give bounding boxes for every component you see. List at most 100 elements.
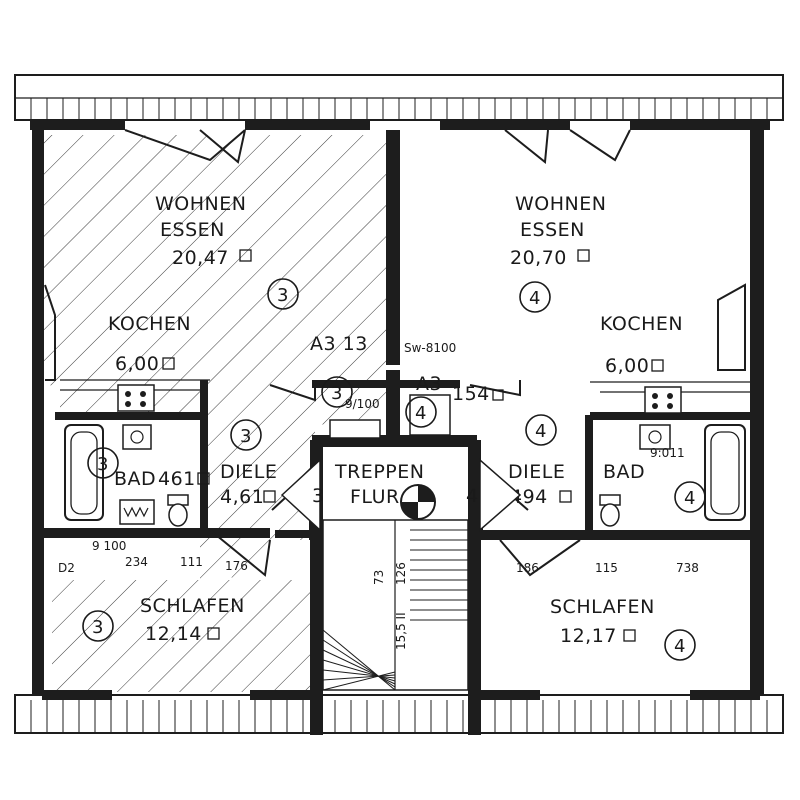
dimension-label: 111 bbox=[180, 555, 203, 569]
sink-right bbox=[639, 424, 671, 450]
stair-turn-symbol bbox=[400, 484, 436, 520]
storage-dim-right: 154 bbox=[452, 383, 490, 405]
staircase bbox=[322, 519, 469, 691]
unit-number-circle: 3 bbox=[230, 419, 262, 451]
drawing-line bbox=[322, 671, 396, 691]
unit-number-circle: 3 bbox=[321, 376, 353, 408]
toilet-right bbox=[599, 494, 621, 527]
area-square-icon bbox=[162, 357, 175, 370]
room-name: WOHNEN bbox=[155, 193, 246, 215]
room-name: BAD bbox=[603, 461, 645, 483]
room-name: WOHNEN bbox=[515, 193, 606, 215]
drawing-line bbox=[322, 659, 396, 682]
area-square-icon bbox=[651, 359, 664, 372]
bathtub-left bbox=[64, 424, 104, 521]
room-diele-3: DIELE 4,61 bbox=[220, 461, 277, 508]
svg-text:3: 3 bbox=[92, 617, 103, 638]
drawing-line bbox=[322, 649, 396, 685]
room-area: 20,70 bbox=[510, 247, 567, 269]
area-square-icon bbox=[207, 627, 220, 640]
unit-number-circle: 4 bbox=[405, 396, 437, 428]
stair-dimension: 73 bbox=[372, 570, 386, 585]
unit-number-circle: 4 bbox=[674, 481, 706, 513]
unit-number-circle: 4 bbox=[664, 629, 696, 661]
room-area: 494 bbox=[510, 486, 548, 508]
washing-machine-left bbox=[119, 499, 155, 525]
room-name: TREPPEN bbox=[334, 461, 424, 483]
walls bbox=[30, 120, 770, 735]
room-area: 461 bbox=[158, 468, 196, 490]
storage-fixture-left bbox=[329, 419, 381, 439]
room-kochen-3: KOCHEN 6,00 bbox=[108, 313, 191, 375]
area-square-icon bbox=[197, 472, 210, 485]
door-swings bbox=[44, 129, 750, 577]
room-area: 20,47 bbox=[172, 247, 229, 269]
area-square-icon bbox=[559, 490, 572, 503]
room-name: DIELE bbox=[508, 461, 565, 483]
dimension-label: 234 bbox=[125, 555, 148, 569]
dimension-label: 176 bbox=[225, 559, 248, 573]
room-wohnen-essen-4: WOHNEN ESSEN 20,70 bbox=[510, 193, 606, 269]
unit-number-circle: 3 bbox=[267, 278, 299, 310]
room-name: ESSEN bbox=[160, 219, 225, 241]
room-area: 12,17 bbox=[560, 625, 617, 647]
dimension-label: 115 bbox=[595, 561, 618, 575]
svg-text:4: 4 bbox=[535, 421, 546, 442]
room-schlafen-4: SCHLAFEN 12,17 bbox=[550, 596, 655, 647]
svg-text:3: 3 bbox=[240, 426, 251, 447]
dimension-label: D2 bbox=[58, 561, 75, 575]
dimension-label: 9 100 bbox=[92, 539, 126, 553]
stair-dimension: 126 bbox=[394, 562, 408, 585]
svg-text:3: 3 bbox=[277, 285, 288, 306]
room-kochen-4: KOCHEN 6,00 bbox=[600, 313, 683, 377]
room-name: SCHLAFEN bbox=[550, 596, 655, 618]
bad-note-right: 9:011 bbox=[650, 446, 685, 460]
area-square-icon bbox=[239, 249, 252, 262]
svg-text:4: 4 bbox=[684, 488, 695, 509]
room-bad-4: BAD bbox=[603, 461, 645, 483]
room-wohnen-essen-3: WOHNEN ESSEN 20,47 bbox=[155, 193, 252, 269]
window-note: Sw-8100 bbox=[404, 341, 456, 355]
room-name: KOCHEN bbox=[600, 313, 683, 335]
room-treppenflur: TREPPEN FLUR 3 4 bbox=[280, 458, 522, 532]
room-name: KOCHEN bbox=[108, 313, 191, 335]
bathtub-right bbox=[704, 424, 746, 521]
stair-unit-marker-left: 3 bbox=[312, 485, 325, 507]
svg-text:3: 3 bbox=[97, 454, 108, 475]
drawing-line bbox=[322, 629, 396, 691]
dimension-label: 186 bbox=[516, 561, 539, 575]
room-name: DIELE bbox=[220, 461, 277, 483]
room-diele-4: DIELE 494 bbox=[508, 461, 572, 508]
storage-fixture-right bbox=[409, 394, 451, 436]
room-name: ESSEN bbox=[520, 219, 585, 241]
room-area: 6,00 bbox=[115, 353, 159, 375]
room-schlafen-3: SCHLAFEN 12,14 bbox=[140, 595, 245, 645]
drawing-line bbox=[322, 674, 396, 681]
svg-text:3: 3 bbox=[331, 383, 342, 404]
room-area: 12,14 bbox=[145, 623, 202, 645]
drawing-line bbox=[322, 639, 396, 688]
balcony-railing-bottom bbox=[14, 694, 784, 734]
room-name: SCHLAFEN bbox=[140, 595, 245, 617]
unit-3-hatched-area bbox=[40, 135, 390, 692]
svg-text:4: 4 bbox=[529, 288, 540, 309]
area-square-icon bbox=[577, 249, 590, 262]
area-square-icon bbox=[263, 490, 276, 503]
room-area: 4,61 bbox=[220, 486, 264, 508]
storage-label-right: A3 bbox=[416, 373, 442, 395]
unit-number-circle: 4 bbox=[519, 281, 551, 313]
storage-dim-left: 9/100 bbox=[345, 397, 380, 411]
room-area: 6,00 bbox=[605, 355, 649, 377]
unit-number-circle: 4 bbox=[525, 414, 557, 446]
kitchen-stove-left bbox=[117, 384, 155, 412]
kitchen-stove-right bbox=[644, 386, 682, 414]
room-name: BAD bbox=[114, 468, 156, 490]
area-square-icon bbox=[492, 389, 504, 401]
sink-left bbox=[122, 424, 152, 450]
area-square-icon bbox=[623, 629, 636, 642]
unit-number-circle: 3 bbox=[82, 610, 114, 642]
room-bad-3: BAD 461 bbox=[114, 468, 210, 490]
drawing-line bbox=[322, 669, 396, 679]
unit-number-circle: 3 bbox=[87, 447, 119, 479]
